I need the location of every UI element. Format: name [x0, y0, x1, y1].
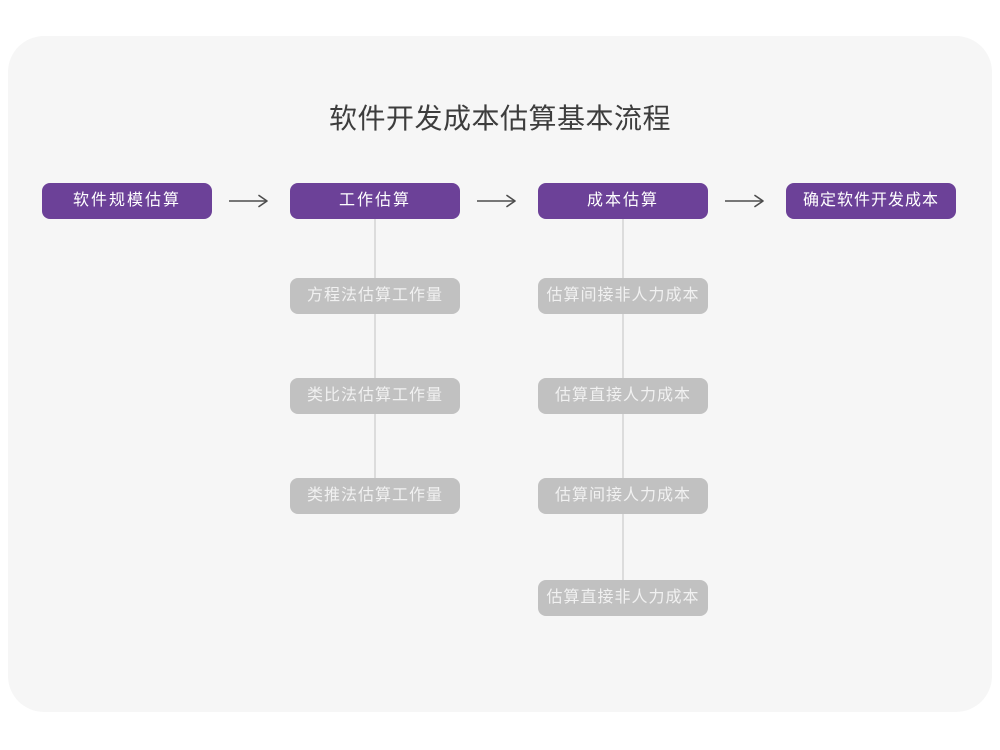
sub-node-direct-labor-cost: 估算直接人力成本	[538, 378, 708, 414]
sub-node-direct-non-labor-cost: 估算直接非人力成本	[538, 580, 708, 616]
sub-node-extrapolation-method: 类推法估算工作量	[290, 478, 460, 514]
sub-node-equation-method: 方程法估算工作量	[290, 278, 460, 314]
right-arrow-icon	[229, 194, 268, 208]
right-arrow-icon	[477, 194, 516, 208]
sub-node-indirect-labor-cost: 估算间接人力成本	[538, 478, 708, 514]
sub-node-indirect-non-labor-cost: 估算间接非人力成本	[538, 278, 708, 314]
right-arrow-icon	[725, 194, 764, 208]
flow-node-cost-estimation: 成本估算	[538, 183, 708, 219]
flow-node-work-estimation: 工作估算	[290, 183, 460, 219]
flow-node-determine-software-dev-cost: 确定软件开发成本	[786, 183, 956, 219]
diagram-title: 软件开发成本估算基本流程	[328, 103, 671, 134]
connector-line-work-estimation	[374, 219, 376, 496]
sub-node-analogy-method: 类比法估算工作量	[290, 378, 460, 414]
diagram-background-card	[8, 36, 992, 712]
flow-node-software-scale-estimation: 软件规模估算	[42, 183, 212, 219]
